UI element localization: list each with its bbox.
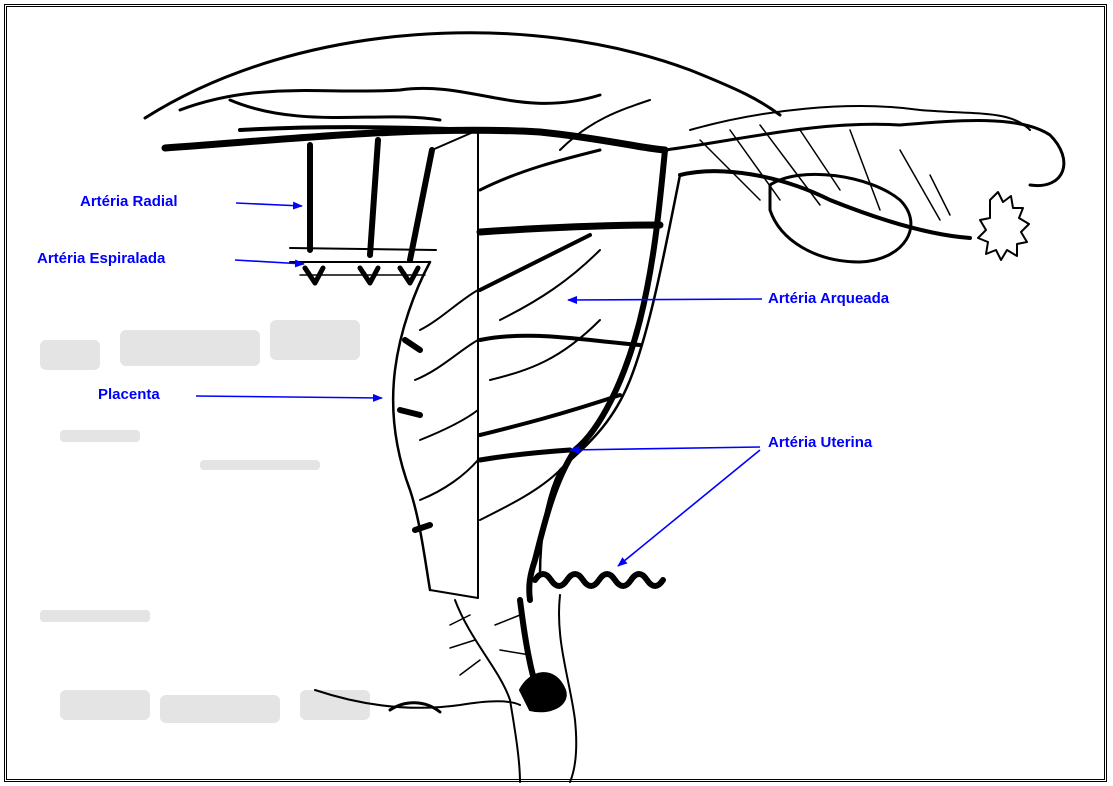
arrow-uterina-upper — [570, 447, 760, 450]
uterus-outline — [145, 33, 1064, 782]
label-arteria-arqueada: Artéria Arqueada — [768, 290, 889, 307]
label-arteria-uterina: Artéria Uterina — [768, 434, 872, 451]
arrow-arqueada — [568, 299, 762, 300]
label-arteria-espiralada: Artéria Espiralada — [37, 250, 165, 267]
arrow-uterina-lower — [618, 450, 760, 566]
label-arteria-radial: Artéria Radial — [80, 193, 178, 210]
arrow-radial — [236, 203, 302, 206]
label-placenta: Placenta — [98, 386, 160, 403]
faint-background-text — [40, 320, 370, 723]
arrow-placenta — [196, 396, 382, 398]
